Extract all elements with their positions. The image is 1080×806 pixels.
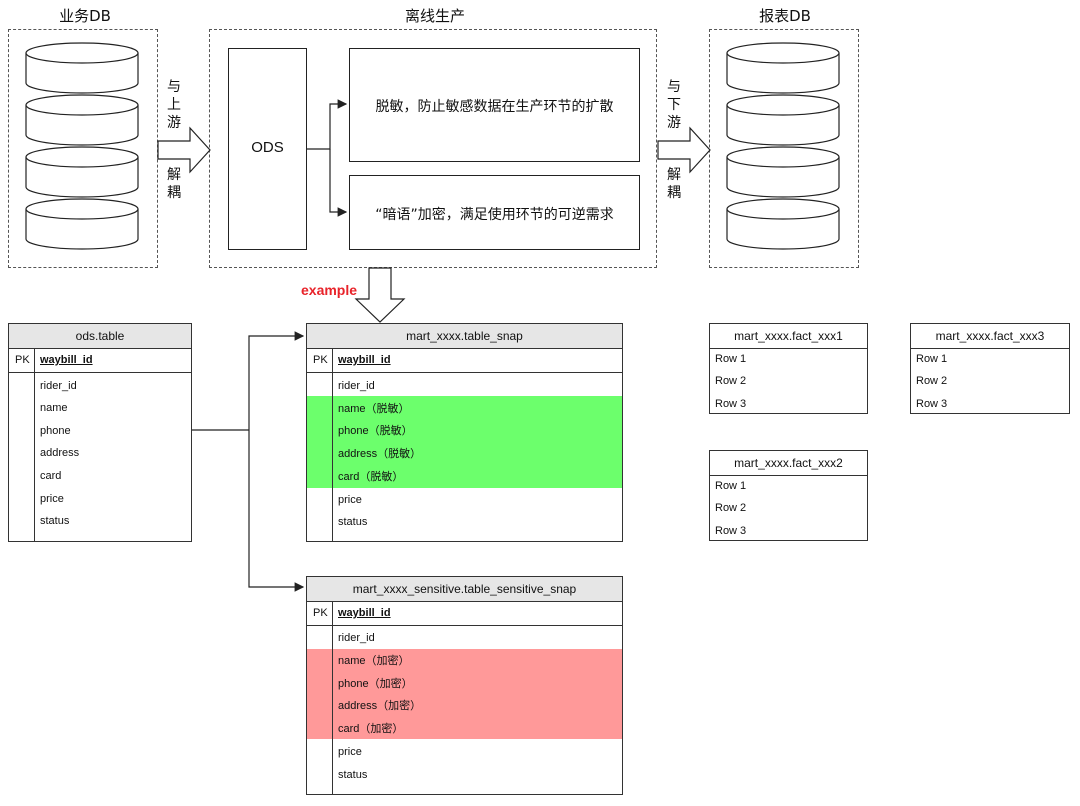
pk-field: waybill_id bbox=[338, 607, 391, 619]
table-row: status bbox=[338, 769, 368, 781]
ods-label: ODS bbox=[251, 139, 284, 156]
decouple-char: 耦 bbox=[667, 185, 681, 201]
desensitize-box: 脱敏，防止敏感数据在生产环节的扩散 bbox=[349, 48, 640, 162]
encrypted-highlight bbox=[307, 649, 622, 739]
table-row: Row 1 bbox=[715, 353, 747, 365]
table-row: rider_id bbox=[338, 380, 375, 392]
ods-to-encrypt-connector bbox=[329, 149, 348, 217]
business-db-title: 业务DB bbox=[59, 7, 111, 25]
decouple-char: 与 bbox=[167, 79, 181, 95]
table-row: name bbox=[40, 402, 68, 414]
decouple-char: 下 bbox=[667, 97, 681, 113]
table-row: Row 3 bbox=[916, 398, 948, 410]
decouple-char: 游 bbox=[167, 115, 181, 131]
pk-row: PK waybill_id bbox=[307, 601, 622, 626]
table-row: price bbox=[40, 493, 64, 505]
upstream-block-arrow bbox=[157, 126, 211, 174]
table-row: phone（脱敏） bbox=[338, 425, 413, 437]
database-icon bbox=[726, 94, 840, 146]
decouple-char: 上 bbox=[167, 97, 181, 113]
table-row: Row 2 bbox=[715, 502, 747, 514]
decouple-char: 与 bbox=[667, 79, 681, 95]
table-row: Row 3 bbox=[715, 525, 747, 537]
table-row: rider_id bbox=[40, 380, 77, 392]
ods-table: ods.table PK waybill_id rider_id name ph… bbox=[8, 323, 192, 542]
ods-to-desensitize-connector bbox=[307, 99, 348, 150]
desensitize-text: 脱敏，防止敏感数据在生产环节的扩散 bbox=[375, 99, 614, 115]
example-label: example bbox=[301, 282, 358, 298]
table-header: mart_xxxx.fact_xxx3 bbox=[911, 324, 1069, 349]
database-icon bbox=[726, 42, 840, 94]
table-row: Row 2 bbox=[715, 375, 747, 387]
pk-field: waybill_id bbox=[338, 354, 391, 366]
database-icon bbox=[726, 146, 840, 198]
encrypt-text: “暗语”加密，满足使用环节的可逆需求 bbox=[375, 207, 614, 223]
table-header: mart_xxxx.table_snap bbox=[307, 324, 622, 349]
table-row: phone bbox=[40, 425, 71, 437]
database-icon bbox=[726, 198, 840, 250]
pk-label: PK bbox=[313, 607, 328, 619]
to-sensitive-connector bbox=[248, 430, 305, 592]
downstream-block-arrow bbox=[657, 126, 711, 174]
table-row: Row 1 bbox=[916, 353, 948, 365]
table-row: Row 3 bbox=[715, 398, 747, 410]
table-row: address bbox=[40, 447, 80, 459]
table-row: name（脱敏） bbox=[338, 403, 410, 415]
desensitized-highlight bbox=[307, 396, 622, 488]
fact-table-2: mart_xxxx.fact_xxx2 Row 1 Row 2 Row 3 bbox=[709, 450, 868, 541]
table-header: mart_xxxx.fact_xxx2 bbox=[710, 451, 867, 476]
table-row: address（脱敏） bbox=[338, 448, 422, 460]
column-divider bbox=[34, 348, 35, 541]
column-divider bbox=[332, 348, 333, 541]
table-row: price bbox=[338, 746, 362, 758]
to-snap-connector bbox=[248, 331, 305, 430]
fact-table-3: mart_xxxx.fact_xxx3 Row 1 Row 2 Row 3 bbox=[910, 323, 1070, 414]
database-icon bbox=[25, 198, 139, 250]
database-icon bbox=[25, 42, 139, 94]
table-row: phone（加密） bbox=[338, 678, 413, 690]
example-down-arrow bbox=[354, 267, 406, 323]
table-row: rider_id bbox=[338, 632, 375, 644]
pk-row: PK waybill_id bbox=[307, 348, 622, 373]
decouple-char: 解 bbox=[167, 167, 181, 183]
decouple-char: 游 bbox=[667, 115, 681, 131]
table-row: Row 1 bbox=[715, 480, 747, 492]
table-row: address（加密） bbox=[338, 700, 422, 712]
pk-label: PK bbox=[313, 354, 328, 366]
sensitive-snap-table: mart_xxxx_sensitive.table_sensitive_snap… bbox=[306, 576, 623, 795]
snap-table: mart_xxxx.table_snap PK waybill_id rider… bbox=[306, 323, 623, 542]
fact-table-1: mart_xxxx.fact_xxx1 Row 1 Row 2 Row 3 bbox=[709, 323, 868, 414]
offline-production-title: 离线生产 bbox=[404, 7, 465, 25]
table-row: status bbox=[40, 515, 70, 527]
table-header: ods.table bbox=[9, 324, 191, 349]
report-db-container bbox=[709, 29, 859, 268]
encrypt-box: “暗语”加密，满足使用环节的可逆需求 bbox=[349, 175, 640, 250]
pk-field: waybill_id bbox=[40, 354, 93, 366]
column-divider bbox=[332, 601, 333, 794]
table-row: card（脱敏） bbox=[338, 471, 404, 483]
pk-label: PK bbox=[15, 354, 30, 366]
business-db-cylinders bbox=[25, 42, 139, 250]
ods-box: ODS bbox=[228, 48, 307, 250]
table-row: price bbox=[338, 494, 362, 506]
table-row: card（加密） bbox=[338, 723, 404, 735]
table-row: status bbox=[338, 516, 368, 528]
report-db-cylinders bbox=[726, 42, 840, 250]
offline-production-container bbox=[209, 29, 657, 268]
table-header: mart_xxxx_sensitive.table_sensitive_snap bbox=[307, 577, 622, 602]
database-icon bbox=[25, 146, 139, 198]
decouple-char: 耦 bbox=[167, 185, 181, 201]
table-row: Row 2 bbox=[916, 375, 948, 387]
table-row: card bbox=[40, 470, 62, 482]
table-header: mart_xxxx.fact_xxx1 bbox=[710, 324, 867, 349]
table-row: name（加密） bbox=[338, 655, 410, 667]
database-icon bbox=[25, 94, 139, 146]
report-db-title: 报表DB bbox=[759, 7, 811, 25]
pk-row: PK waybill_id bbox=[9, 348, 191, 373]
decouple-char: 解 bbox=[667, 167, 681, 183]
